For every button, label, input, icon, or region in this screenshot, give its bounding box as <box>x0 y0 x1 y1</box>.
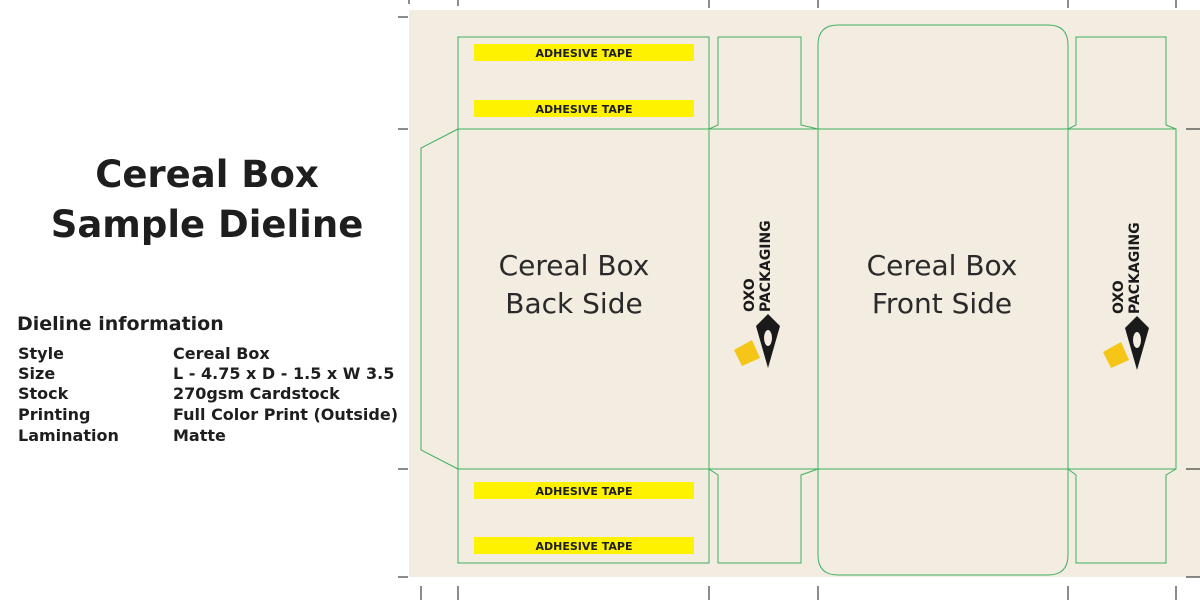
logo-yellow-shape <box>734 340 760 366</box>
title-line-1: Cereal Box <box>95 153 319 196</box>
info-value: L - 4.75 x D - 1.5 x W 3.5 <box>173 364 395 383</box>
info-label: Lamination <box>18 426 119 445</box>
oxo-logo: OXO PACKAGING <box>734 220 780 368</box>
adhesive-tape-label: ADHESIVE TAPE <box>536 47 633 60</box>
adhesive-tape-strip <box>474 482 694 499</box>
logo-text-line-2: PACKAGING <box>1127 222 1143 314</box>
oxo-logo: OXO PACKAGING <box>1103 222 1149 370</box>
info-value: Full Color Print (Outside) <box>173 405 399 424</box>
adhesive-tape-strip <box>474 44 694 61</box>
info-label: Style <box>18 344 64 363</box>
adhesive-tape-strip <box>474 537 694 554</box>
info-label: Stock <box>18 384 69 403</box>
adhesive-tape-label: ADHESIVE TAPE <box>536 103 633 116</box>
adhesive-tape-label: ADHESIVE TAPE <box>536 540 633 553</box>
back-panel-label-line-1: Cereal Box <box>499 249 650 282</box>
adhesive-tape-strip <box>474 100 694 117</box>
cut-lines <box>420 24 1177 576</box>
crop-marks <box>398 0 1200 600</box>
title-line-2: Sample Dieline <box>50 203 364 246</box>
logo-text-line-1: OXO <box>1111 280 1127 314</box>
logo-eye-ring <box>764 330 772 346</box>
info-value: 270gsm Cardstock <box>173 384 340 403</box>
front-panel-label-line-2: Front Side <box>872 287 1012 320</box>
front-panel-label-line-1: Cereal Box <box>867 249 1018 282</box>
info-value: Cereal Box <box>173 344 270 363</box>
logo-yellow-shape <box>1103 342 1129 368</box>
logo-text-line-1: OXO <box>742 278 758 312</box>
info-heading: Dieline information <box>17 313 224 335</box>
adhesive-tape-label: ADHESIVE TAPE <box>536 485 633 498</box>
back-panel-label-line-2: Back Side <box>505 287 642 320</box>
logo-eye-ring <box>1133 332 1141 348</box>
logo-text-line-2: PACKAGING <box>758 220 774 312</box>
info-value: Matte <box>173 426 226 445</box>
info-label: Printing <box>18 405 91 424</box>
info-label: Size <box>18 364 56 383</box>
